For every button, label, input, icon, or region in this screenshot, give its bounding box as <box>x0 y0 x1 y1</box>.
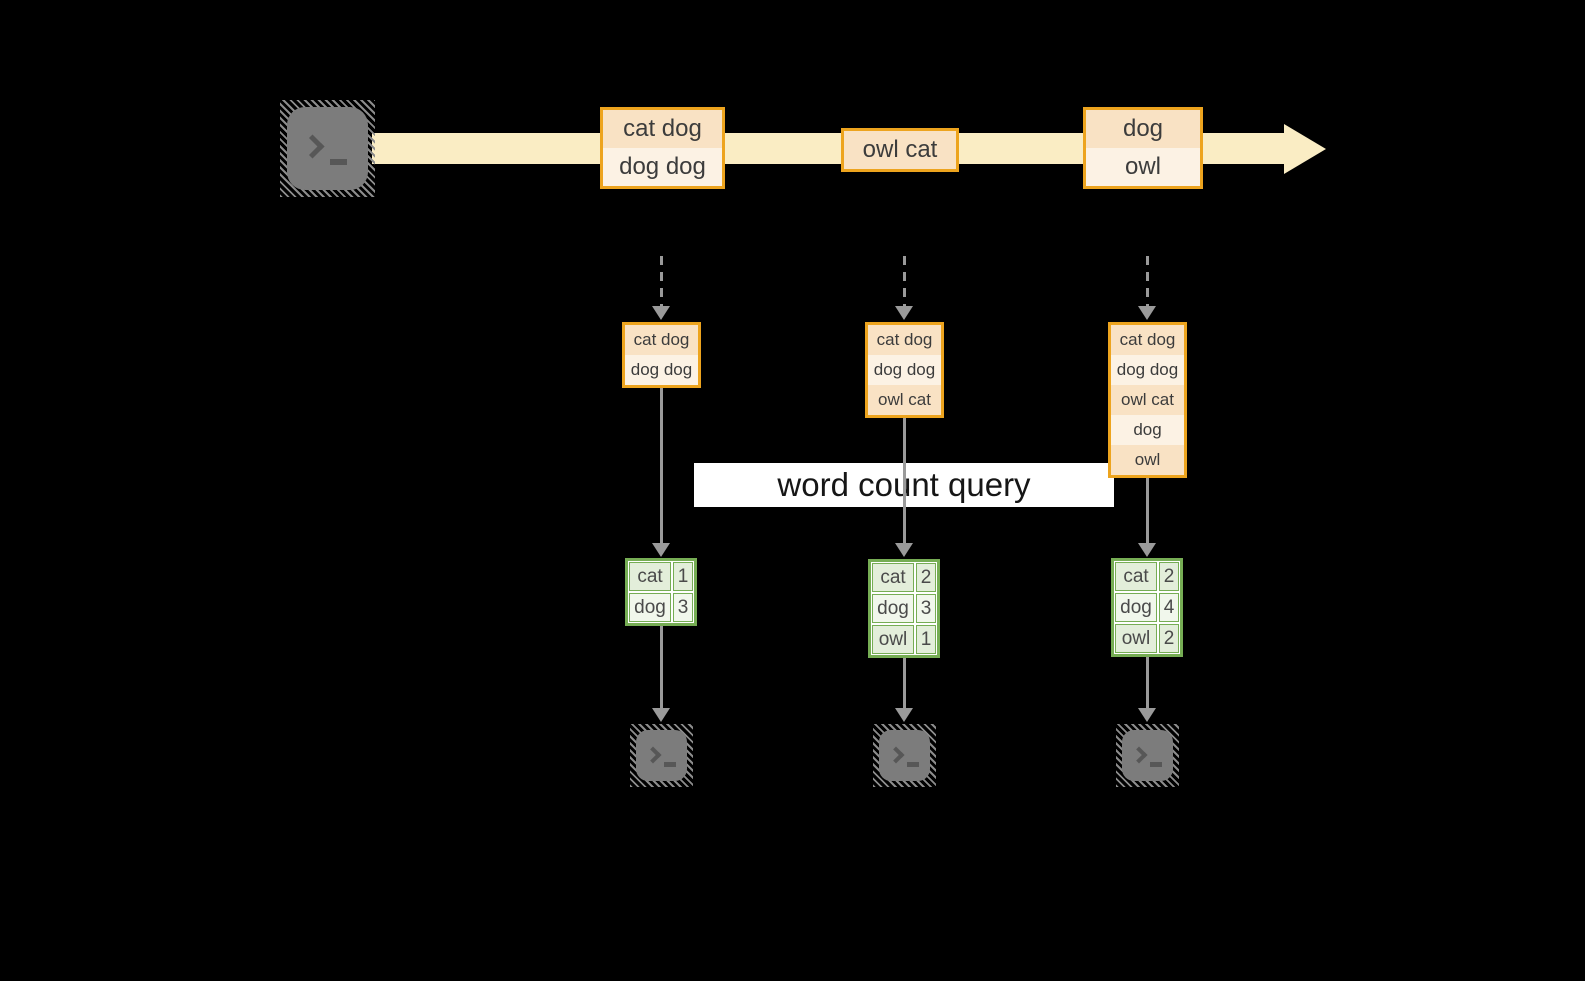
word-count-table-2: cat 2 dog 3 owl 1 <box>868 559 940 658</box>
output-terminal-icon-1 <box>630 724 693 787</box>
buffer-box-1: cat dog dog dog <box>622 322 701 388</box>
count-cell: 2 <box>1159 562 1179 591</box>
terminal-prompt-chevron-icon <box>1130 746 1148 764</box>
stream-event-row: cat dog <box>603 110 722 148</box>
output-arrow-line-3 <box>1146 657 1149 708</box>
word-cell: dog <box>629 593 671 622</box>
query-arrow-line-3 <box>1146 478 1149 544</box>
terminal-prompt-chevron-icon <box>887 746 905 764</box>
terminal-screen <box>879 730 930 781</box>
ingest-arrowhead-icon <box>652 306 670 320</box>
buffer-row: cat dog <box>1111 325 1184 355</box>
count-cell: 1 <box>673 562 693 591</box>
ingest-arrowhead-icon <box>895 306 913 320</box>
count-cell: 4 <box>1159 593 1179 622</box>
word-cell: owl <box>872 625 914 654</box>
count-cell: 3 <box>916 594 936 623</box>
terminal-screen <box>1122 730 1173 781</box>
terminal-prompt-chevron-icon <box>300 134 325 159</box>
buffer-row: dog <box>1111 415 1184 445</box>
ingest-arrowhead-icon <box>1138 306 1156 320</box>
stream-event-row: dog <box>1086 110 1200 148</box>
buffer-box-2: cat dog dog dog owl cat <box>865 322 944 418</box>
stream-arrowhead-icon <box>1284 124 1326 174</box>
ingest-dashed-arrow-2 <box>903 256 906 306</box>
query-arrowhead-icon <box>895 543 913 557</box>
count-cell: 2 <box>916 563 936 592</box>
buffer-row: owl cat <box>1111 385 1184 415</box>
terminal-cursor-icon <box>664 762 676 767</box>
output-arrowhead-icon <box>1138 708 1156 722</box>
buffer-row: dog dog <box>625 355 698 385</box>
count-cell: 2 <box>1159 624 1179 653</box>
count-cell: 1 <box>916 625 936 654</box>
word-cell: owl <box>1115 624 1157 653</box>
stream-event-box-2: owl cat <box>841 128 959 172</box>
count-cell: 3 <box>673 593 693 622</box>
word-cell: cat <box>1115 562 1157 591</box>
buffer-box-3: cat dog dog dog owl cat dog owl <box>1108 322 1187 478</box>
output-terminal-icon-3 <box>1116 724 1179 787</box>
buffer-row: cat dog <box>625 325 698 355</box>
query-arrow-line-1 <box>660 388 663 544</box>
stream-event-box-3: dog owl <box>1083 107 1203 189</box>
output-arrowhead-icon <box>652 708 670 722</box>
word-cell: dog <box>1115 593 1157 622</box>
output-arrowhead-icon <box>895 708 913 722</box>
word-cell: cat <box>629 562 671 591</box>
word-count-table-1: cat 1 dog 3 <box>625 558 697 626</box>
ingest-dashed-arrow-1 <box>660 256 663 306</box>
buffer-row: dog dog <box>868 355 941 385</box>
query-arrow-line-2 <box>903 418 906 544</box>
query-arrowhead-icon <box>652 543 670 557</box>
output-arrow-line-2 <box>903 658 906 708</box>
ingest-dashed-arrow-3 <box>1146 256 1149 306</box>
buffer-row: owl <box>1111 445 1184 475</box>
terminal-screen <box>287 107 368 190</box>
query-arrowhead-icon <box>1138 543 1156 557</box>
output-arrow-line-1 <box>660 626 663 708</box>
terminal-screen <box>636 730 687 781</box>
terminal-cursor-icon <box>330 159 347 165</box>
stream-event-row: owl cat <box>844 131 956 169</box>
buffer-row: cat dog <box>868 325 941 355</box>
terminal-cursor-icon <box>1150 762 1162 767</box>
terminal-prompt-chevron-icon <box>644 746 662 764</box>
stream-event-row: owl <box>1086 148 1200 186</box>
buffer-row: dog dog <box>1111 355 1184 385</box>
output-terminal-icon-2 <box>873 724 936 787</box>
word-cell: cat <box>872 563 914 592</box>
terminal-cursor-icon <box>907 762 919 767</box>
stream-event-row: dog dog <box>603 148 722 186</box>
word-count-table-3: cat 2 dog 4 owl 2 <box>1111 558 1183 657</box>
word-cell: dog <box>872 594 914 623</box>
stream-event-box-1: cat dog dog dog <box>600 107 725 189</box>
buffer-row: owl cat <box>868 385 941 415</box>
source-terminal-icon <box>280 100 375 197</box>
